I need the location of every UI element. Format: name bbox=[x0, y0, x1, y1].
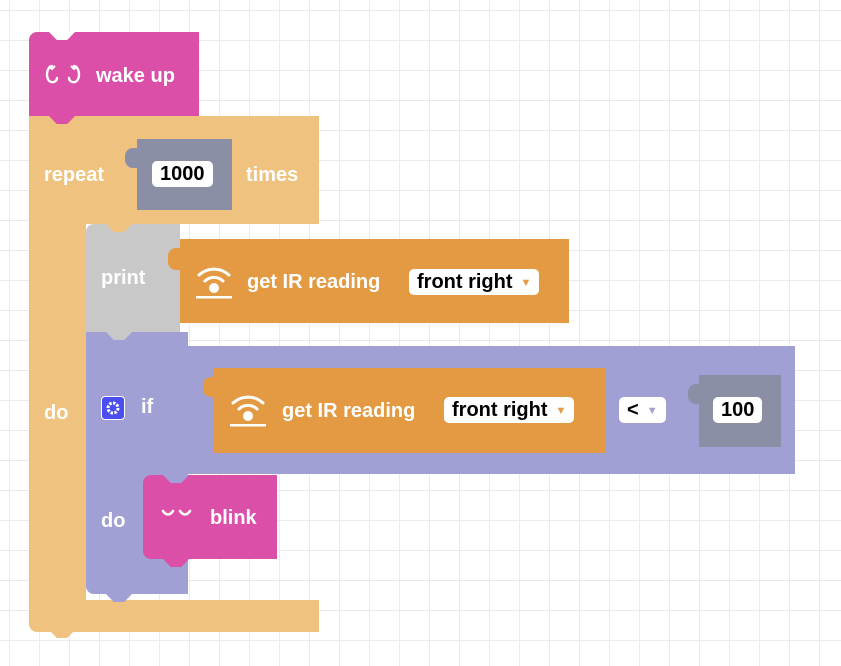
if-top-notch bbox=[106, 332, 132, 340]
blink-bottom-notch bbox=[163, 559, 189, 567]
blink-top-notch bbox=[163, 475, 189, 483]
chevron-down-icon: ▼ bbox=[520, 277, 532, 289]
print-block[interactable]: print bbox=[86, 224, 180, 332]
ir-if-tab bbox=[203, 377, 216, 397]
repeat-bottom-notch bbox=[49, 630, 75, 638]
operator-value: < bbox=[627, 399, 639, 421]
repeat-body-spine[interactable] bbox=[29, 224, 86, 604]
blink-label: blink bbox=[210, 507, 257, 529]
print-label: print bbox=[101, 267, 146, 289]
sensor-dropdown-value: front right bbox=[452, 399, 548, 421]
wake-up-bottom-notch bbox=[49, 116, 75, 124]
repeat-label: repeat bbox=[44, 164, 105, 186]
wake-up-label: wake up bbox=[96, 65, 175, 87]
repeat-count-field[interactable]: 1000 bbox=[152, 161, 213, 187]
eyes-closed-icon bbox=[160, 505, 194, 526]
ir-reading-if-block[interactable]: get IR reading front right ▼ bbox=[214, 368, 605, 453]
ir-print-tab bbox=[168, 248, 182, 270]
operator-dropdown[interactable]: <▼ bbox=[619, 397, 666, 423]
compare-number-tab bbox=[688, 384, 701, 404]
if-do-label: do bbox=[101, 510, 126, 532]
compare-value-field[interactable]: 100 bbox=[713, 397, 763, 423]
blink-block[interactable]: blink bbox=[143, 475, 277, 559]
chevron-down-icon: ▼ bbox=[646, 405, 658, 417]
ir-reading-print-block[interactable]: get IR reading front right ▼ bbox=[180, 239, 569, 323]
gear-icon[interactable] bbox=[101, 396, 125, 420]
repeat-count-tab bbox=[125, 148, 139, 168]
ir-sensor-icon bbox=[228, 393, 268, 432]
sensor-dropdown[interactable]: front right ▼ bbox=[409, 269, 540, 295]
print-top-notch bbox=[106, 224, 132, 232]
wake-up-block[interactable]: wake up bbox=[29, 32, 199, 116]
repeat-footer[interactable] bbox=[29, 600, 319, 632]
ir-sensor-icon bbox=[194, 265, 234, 304]
wake-up-top-notch bbox=[49, 32, 75, 40]
eyes-open-icon bbox=[43, 62, 83, 93]
if-bottom-notch bbox=[106, 594, 132, 602]
repeat-do-label: do bbox=[44, 402, 69, 424]
ir-reading-label: get IR reading bbox=[247, 271, 381, 293]
if-label: if bbox=[141, 396, 154, 418]
times-label: times bbox=[246, 164, 299, 186]
chevron-down-icon: ▼ bbox=[555, 405, 567, 417]
ir-reading-label: get IR reading bbox=[282, 400, 416, 422]
sensor-dropdown-value: front right bbox=[417, 271, 513, 293]
sensor-dropdown[interactable]: front right ▼ bbox=[444, 397, 575, 423]
